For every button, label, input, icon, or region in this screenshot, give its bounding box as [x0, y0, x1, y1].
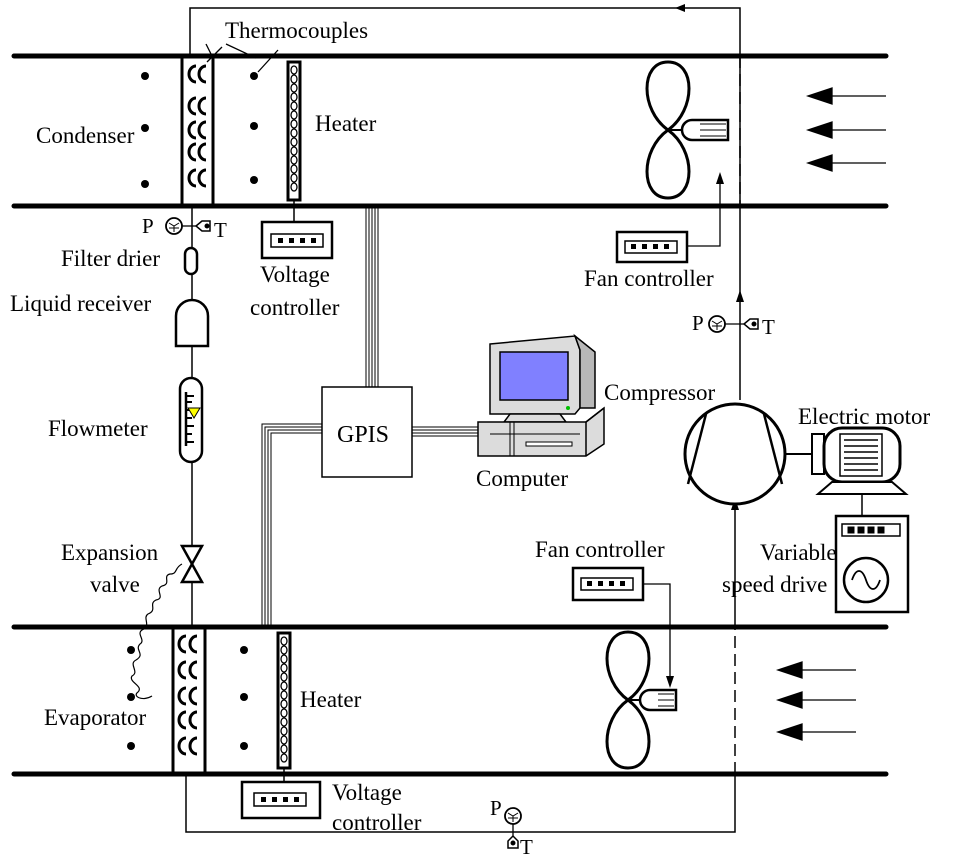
heater-coil-turn [280, 726, 288, 736]
heater-coil-turn [290, 101, 298, 111]
filter-drier [183, 246, 199, 276]
evaporator-label: Evaporator [44, 705, 147, 730]
p-label-3: P [490, 796, 502, 820]
evaporator-coil [171, 627, 207, 774]
heater-coil-turn [280, 735, 288, 745]
gpis-unit [321, 386, 413, 478]
heater-coil-turn [280, 717, 288, 727]
heater-coil-turn [280, 753, 288, 763]
variable-speed-drive-label-2: speed drive [722, 572, 827, 597]
computer [477, 333, 605, 457]
heater-coil-turn [280, 708, 288, 718]
heater-coil-turn [280, 663, 288, 673]
thermocouple-dots-top [141, 72, 258, 188]
thermocouple-leaders [205, 43, 279, 73]
expansion-valve-label-1: Expansion [61, 540, 159, 565]
heater-coil-turn [280, 744, 288, 754]
variable-speed-drive-label-1: Variable [760, 540, 837, 565]
fan-controller-top-label: Fan controller [584, 266, 714, 291]
condenser-coil [180, 56, 215, 206]
heater-top [286, 60, 302, 222]
fan-controller-top [615, 172, 724, 264]
heater-bottom [276, 631, 292, 782]
heater-coil-turn [290, 164, 298, 174]
thermocouple-dots-bottom [127, 646, 248, 750]
heater-coil-turn [290, 119, 298, 129]
thermocouples-label: Thermocouples [225, 18, 368, 43]
t-label-3: T [520, 835, 533, 857]
computer-label: Computer [476, 466, 568, 491]
heater-coil-turn [290, 155, 298, 165]
compressor [683, 402, 812, 506]
pressure-temp-sensor-suction [504, 807, 522, 849]
voltage-controller-top-label-2: controller [250, 295, 340, 320]
heater-coil-turn [290, 110, 298, 120]
variable-speed-drive [834, 514, 910, 614]
fan-controller-bottom [571, 566, 674, 688]
expansion-valve-label-2: valve [90, 572, 140, 597]
heater-coil-turn [290, 92, 298, 102]
gpis-label: GPIS [337, 422, 389, 448]
condenser-label: Condenser [36, 123, 135, 148]
heater-coil-turn [290, 128, 298, 138]
evaporator-duct [11, 624, 889, 777]
heater-coil-turn [280, 672, 288, 682]
voltage-controller-top [260, 220, 334, 260]
heater-coil-turn [290, 83, 298, 93]
electric-motor-label: Electric motor [798, 404, 931, 429]
liquid-receiver-label: Liquid receiver [10, 291, 151, 316]
pressure-temp-sensor-discharge [708, 315, 759, 333]
signal-cables [261, 206, 478, 627]
flowmeter-label: Flowmeter [48, 416, 148, 441]
fan-bottom [605, 630, 678, 770]
p-label-2: P [692, 311, 704, 335]
t-label-1: T [214, 218, 227, 242]
heater-coil-turn [280, 654, 288, 664]
heater-top-label: Heater [315, 111, 377, 136]
air-flow-arrows-bottom [775, 661, 856, 741]
heater-coil-turn [280, 699, 288, 709]
flowmeter [178, 376, 204, 464]
heater-coil-turn [290, 74, 298, 84]
expansion-valve [130, 544, 205, 700]
heater-coil-turn [290, 182, 298, 192]
pressure-temp-sensor-condenser-out [165, 217, 211, 235]
heater-coil-turn [290, 146, 298, 156]
heater-coil-turn [280, 645, 288, 655]
air-flow-arrows-top [805, 87, 886, 172]
heater-bottom-label: Heater [300, 687, 362, 712]
voltage-controller-top-label-1: Voltage [260, 262, 330, 287]
heater-coil-turn [290, 173, 298, 183]
filter-drier-label: Filter drier [61, 246, 160, 271]
compressor-label: Compressor [604, 380, 716, 405]
voltage-controller-bottom [240, 780, 322, 820]
t-label-2: T [762, 315, 775, 339]
heater-coil-turn [280, 681, 288, 691]
voltage-controller-bottom-label-1: Voltage [332, 780, 402, 805]
voltage-controller-bottom-label-2: controller [332, 810, 422, 835]
p-label-1: P [142, 214, 154, 238]
liquid-receiver [174, 298, 210, 348]
heater-coil-turn [290, 137, 298, 147]
heater-coil-turn [280, 690, 288, 700]
heater-coil-turn [290, 65, 298, 75]
heater-coil-turn [280, 636, 288, 646]
fan-top [645, 60, 730, 200]
electric-motor [811, 426, 909, 516]
fan-controller-bottom-label: Fan controller [535, 537, 665, 562]
